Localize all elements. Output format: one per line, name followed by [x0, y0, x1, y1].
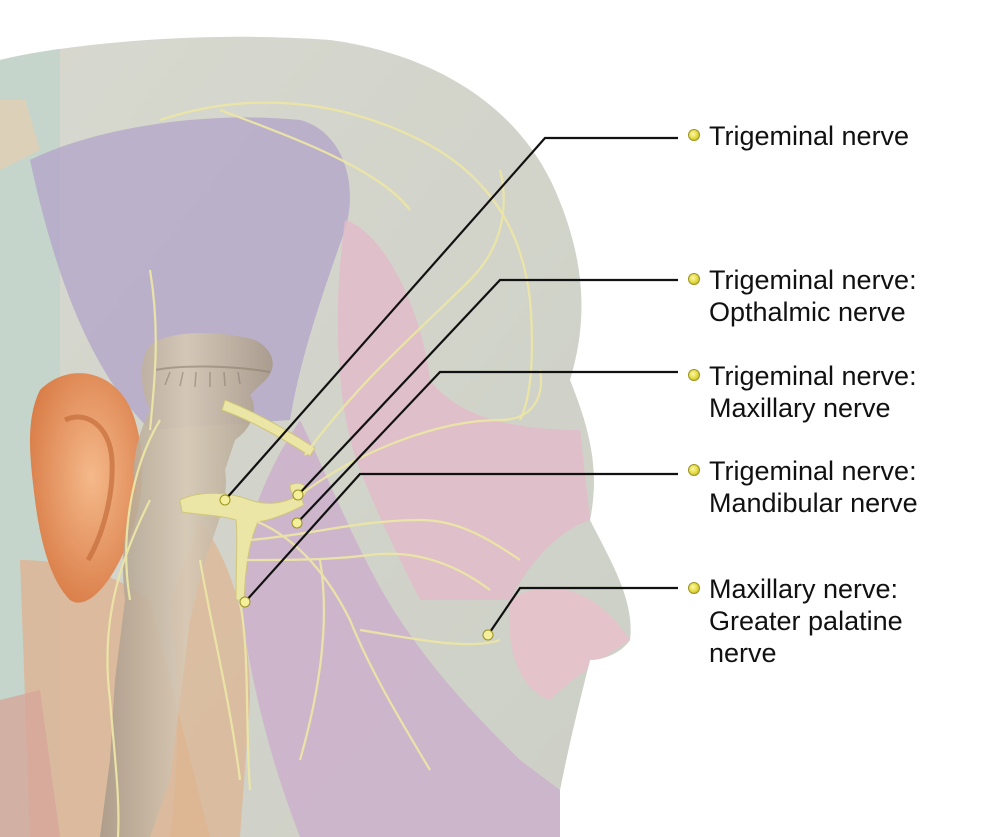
- label-text-line: Greater palatine: [709, 606, 903, 636]
- pointer-dot-mandibular: [239, 596, 251, 608]
- label-trigeminal-maxillary-nerve: Trigeminal nerve: Maxillary nerve: [688, 360, 917, 424]
- label-bullet-icon: [688, 582, 700, 594]
- pointer-dot-trigeminal: [219, 494, 231, 506]
- label-greater-palatine-nerve: Maxillary nerve: Greater palatine nerve: [688, 573, 903, 669]
- leader-line-maxillary-nerve: [296, 370, 678, 524]
- leader-line-trigeminal-nerve: [224, 136, 678, 501]
- label-trigeminal-ophthalmic-nerve: Trigeminal nerve: Opthalmic nerve: [688, 264, 917, 328]
- pointer-dot-greater-palatine: [482, 629, 494, 641]
- brainstem: [100, 333, 273, 837]
- label-text-line: Maxillary nerve: [709, 393, 891, 423]
- dermatome-zones: [0, 36, 631, 837]
- label-trigeminal-mandibular-nerve: Trigeminal nerve: Mandibular nerve: [688, 455, 918, 519]
- label-text-line: Trigeminal nerve:: [709, 361, 917, 391]
- pointer-dot-ophthalmic: [292, 489, 304, 501]
- label-bullet-icon: [688, 369, 700, 381]
- nerve-branches: [106, 101, 543, 837]
- ear: [30, 373, 143, 603]
- leader-line-greater-palatine-nerve: [487, 586, 678, 636]
- leader-lines: [224, 136, 678, 636]
- label-text-line: Trigeminal nerve:: [709, 265, 917, 295]
- label-bullet-icon: [688, 273, 700, 285]
- label-text-line: Trigeminal nerve: [709, 121, 910, 151]
- leader-line-ophthalmic-nerve: [297, 278, 678, 496]
- pointer-dots: [219, 489, 494, 641]
- pointer-dot-maxillary: [291, 517, 303, 529]
- label-text-line: Maxillary nerve:: [709, 574, 899, 604]
- label-text-line: nerve: [709, 638, 777, 668]
- label-text-line: Opthalmic nerve: [709, 297, 906, 327]
- label-text-line: Trigeminal nerve:: [709, 456, 917, 486]
- label-text-line: Mandibular nerve: [709, 488, 918, 518]
- label-bullet-icon: [688, 464, 700, 476]
- label-bullet-icon: [688, 129, 700, 141]
- leader-line-mandibular-nerve: [244, 472, 678, 603]
- label-trigeminal-nerve: Trigeminal nerve: [688, 120, 909, 152]
